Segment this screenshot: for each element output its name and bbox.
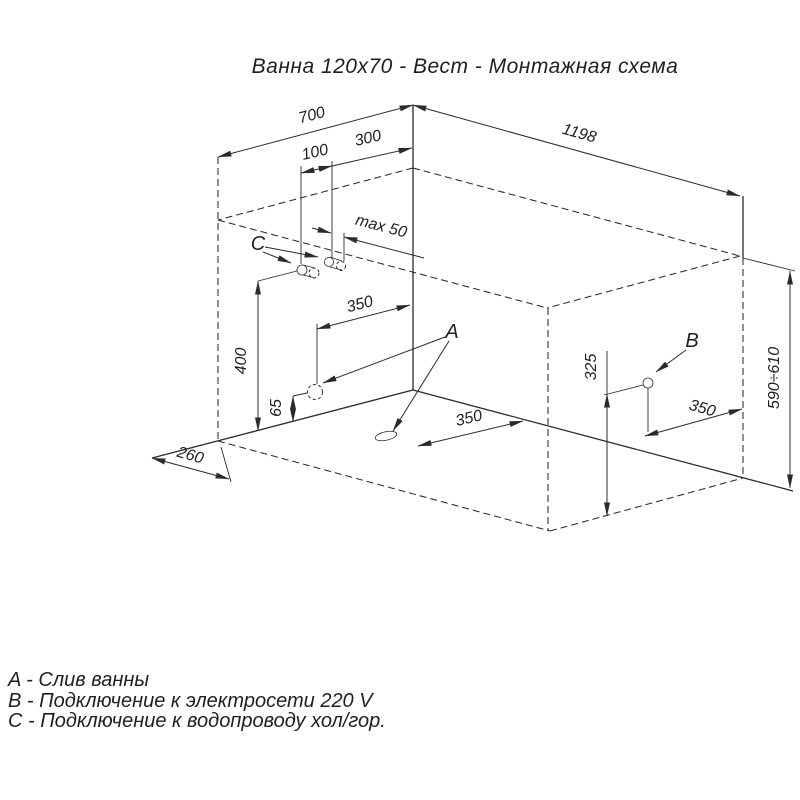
drawing-title: Ванна 120x70 - Вест - Монтажная схема bbox=[251, 55, 679, 78]
dim-65: 65 bbox=[268, 399, 285, 417]
dim-max50: max 50 bbox=[354, 212, 409, 242]
dim-350-wall: 350 bbox=[345, 293, 375, 316]
dim-325: 325 bbox=[583, 354, 600, 381]
legend-line-b: B - Подключение к электросети 220 V bbox=[8, 689, 373, 712]
box-top-back-right bbox=[412, 167, 741, 257]
connection-points bbox=[296, 256, 654, 442]
wall-drain-hole bbox=[307, 384, 323, 400]
dim-700-line bbox=[217, 104, 414, 158]
floor-drain bbox=[374, 430, 398, 442]
dim-590-610: 590÷610 bbox=[766, 347, 783, 409]
dim-400: 400 bbox=[233, 348, 250, 375]
dim-max50-left bbox=[311, 226, 332, 234]
legend-line-a: A - Слив ванны bbox=[8, 669, 150, 691]
box-bottom-front-right bbox=[549, 477, 744, 532]
dim-700: 700 bbox=[297, 104, 327, 127]
bathtub-envelope bbox=[217, 157, 744, 532]
dim-100-line bbox=[300, 165, 333, 174]
dim-1198: 1198 bbox=[560, 121, 598, 147]
dim-100: 100 bbox=[300, 141, 330, 164]
dim-260: 260 bbox=[174, 444, 205, 468]
dim-300: 300 bbox=[353, 127, 383, 150]
water-pipe-2 bbox=[323, 256, 347, 272]
point-c-label: C bbox=[251, 233, 266, 255]
dimension-labels: 700 1198 100 300 max 50 400 350 65 260 3… bbox=[174, 104, 783, 468]
right-wall-floor-edge bbox=[412, 389, 794, 492]
box-top-front-right bbox=[546, 255, 741, 309]
dim-260-line bbox=[151, 457, 230, 480]
leader-c-pipe1 bbox=[262, 251, 292, 264]
leader-a-floor-drain bbox=[392, 340, 450, 432]
dimension-lines bbox=[151, 104, 793, 517]
box-top-front-left bbox=[217, 219, 548, 309]
left-wall-floor-edge bbox=[151, 389, 414, 459]
dim-350-right: 350 bbox=[687, 397, 717, 421]
dim-1198-line bbox=[412, 104, 741, 197]
leader-c-pipe2 bbox=[264, 246, 319, 258]
dim-max50-right bbox=[343, 236, 425, 259]
point-b-label: B bbox=[685, 330, 698, 352]
dim-350-wall-line bbox=[316, 304, 411, 330]
point-a-label: A bbox=[444, 321, 458, 343]
extension-lines bbox=[220, 161, 796, 483]
dim-350-right-line bbox=[644, 408, 743, 437]
box-bottom-front-left bbox=[217, 440, 551, 532]
box-top-back-left bbox=[217, 167, 414, 221]
dim-350-floor-line bbox=[417, 420, 524, 447]
dim-350-floor: 350 bbox=[454, 407, 484, 430]
legend: A - Слив ванны B - Подключение к электро… bbox=[8, 670, 386, 732]
dim-300-line bbox=[331, 147, 413, 167]
legend-line-c: C - Подключение к водопроводу хол/гор. bbox=[8, 710, 386, 732]
point-labels: A B C bbox=[251, 233, 699, 352]
power-outlet-point bbox=[642, 377, 654, 389]
leader-a-wall-drain bbox=[322, 336, 446, 384]
water-pipe-1 bbox=[296, 264, 320, 279]
leader-lines bbox=[262, 246, 687, 432]
leader-b-outlet bbox=[655, 349, 687, 373]
